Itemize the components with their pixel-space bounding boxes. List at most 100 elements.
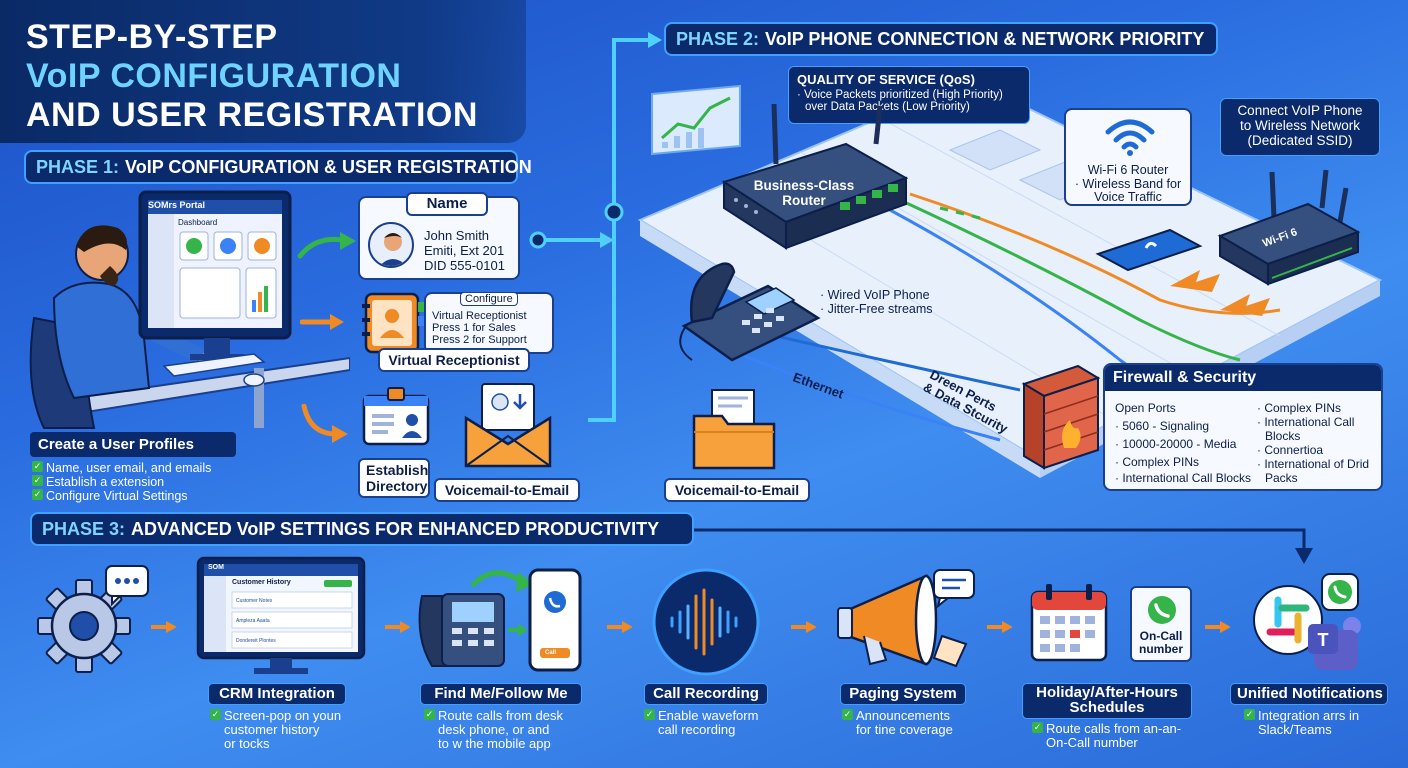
configure-card: Configure Virtual Receptionist Press 1 f… — [424, 292, 554, 354]
connect-line3: (Dedicated SSID) — [1247, 133, 1353, 148]
voicemail-envelope-icon — [464, 383, 552, 468]
analytics-panel-icon — [651, 84, 741, 156]
name-card-line3: DID 555-0101 — [424, 258, 505, 273]
address-book-icon — [362, 292, 424, 354]
qos-title: QUALITY OF SERVICE (QoS) — [797, 72, 975, 87]
wifi-signal-icon — [1105, 119, 1155, 156]
virtual-receptionist-label: Virtual Receptionist — [378, 348, 530, 372]
step-desc-call-recording: Enable waveform call recording — [642, 709, 792, 737]
wifi-line1: Wi-Fi 6 Router — [1087, 163, 1169, 177]
configure-card-header: Configure — [460, 292, 518, 306]
mobile-device-icon — [1095, 228, 1203, 272]
firewall-right-item: Packs — [1265, 471, 1298, 485]
user-avatar-icon — [368, 222, 414, 268]
firewall-right-item: · International Call — [1257, 415, 1355, 429]
voicemail-folder-icon — [692, 389, 776, 470]
step-label-call-recording: Call Recording — [644, 683, 768, 705]
step-label-paging: Paging System — [840, 683, 966, 705]
step-arrow-icon — [385, 621, 410, 633]
wired-line2: · Jitter-Free streams — [820, 302, 933, 316]
name-card-line2: Emiti, Ext 201 — [424, 243, 505, 258]
step-label-find-me: Find Me/Follow Me — [420, 683, 582, 705]
call-button-label[interactable]: Call — [545, 650, 557, 656]
step-desc-holiday: Route calls from an-an- On-Call number — [1030, 722, 1200, 750]
create-user-profile-box: Create a User Profiles Name, user email,… — [30, 432, 236, 503]
arrow-to-directory-icon — [301, 404, 348, 443]
step-desc-paging: Announcements for tine coverage — [840, 709, 990, 737]
user-name-card: Name John Smith Emiti, Ext 201 DID 555-0… — [358, 192, 520, 280]
title-line-2: VoIP CONFIGURATION — [26, 57, 402, 95]
title-banner: STEP-BY-STEP VoIP CONFIGURATION AND USER… — [0, 0, 526, 143]
configure-line3: Press 2 for Support — [432, 334, 527, 346]
slack-teams-icon: T — [1253, 573, 1361, 670]
monitor-dashboard-label: Dashboard — [178, 218, 218, 227]
id-card-icon — [362, 387, 430, 446]
step-arrow-icon — [791, 621, 816, 633]
crm-row: Dondereit Plontes — [236, 638, 276, 644]
firewall-right-item: · Connertioa — [1257, 443, 1324, 457]
whatsapp-phone-icon — [1148, 596, 1176, 624]
connect-line1: Connect VoIP Phone — [1237, 103, 1363, 118]
wired-line1: · Wired VoIP Phone — [820, 288, 930, 302]
firewall-security-card: Firewall & Security Open Ports · 5060 - … — [1103, 363, 1383, 491]
qos-callout: QUALITY OF SERVICE (QoS) · Voice Packets… — [788, 66, 1030, 124]
phase-connector-lines — [529, 32, 662, 422]
call-recording-waveform-icon — [652, 568, 760, 676]
step-arrow-icon — [987, 621, 1012, 633]
firewall-left-item: · 5060 - Signaling — [1115, 419, 1210, 433]
title-line-1: STEP-BY-STEP — [26, 18, 278, 56]
monitor-brand: SOMrs Portal — [148, 200, 206, 210]
voicemail-to-email-label: Voicemail-to-Email — [434, 478, 580, 502]
wifi-line3: Voice Traffic — [1094, 190, 1162, 204]
on-call-label: On-Call number — [1138, 629, 1183, 656]
firewall-left-item: Open Ports — [1115, 401, 1176, 415]
firewall-left-item: · 10000-20000 - Media — [1115, 437, 1237, 451]
calendar-schedule-icon — [1030, 584, 1108, 662]
step-arrow-icon — [607, 621, 632, 633]
firewall-right-item: · International of Drid — [1257, 457, 1370, 471]
crm-brand: SOM — [208, 564, 224, 571]
create-user-profile-title: Create a User Profiles — [30, 432, 236, 457]
profile-item: Name, user email, and emails — [30, 461, 236, 475]
crm-monitor-icon — [196, 556, 366, 674]
step-desc-unified: Integration arrs in Slack/Teams — [1242, 709, 1392, 737]
on-call-number-box: On-Call number — [1130, 586, 1192, 662]
phase3-connector-arrow — [694, 528, 1313, 564]
user-at-desk-illustration — [29, 190, 350, 429]
wifi6-access-point-icon — [1217, 169, 1361, 286]
qos-line1: · Voice Packets prioritized (High Priori… — [797, 89, 1003, 101]
voicemail-to-email-label-phase2: Voicemail-to-Email — [664, 478, 810, 502]
qos-line2: over Data Packets (Low Priority) — [805, 101, 970, 113]
firewall-right-item: Blocks — [1265, 429, 1301, 443]
phase1-header: PHASE 1: VoIP CONFIGURATION & USER REGIS… — [24, 150, 532, 184]
business-router-icon — [721, 104, 909, 250]
gear-settings-icon — [37, 565, 149, 673]
arrow-to-receptionist-icon — [300, 314, 344, 330]
step-arrow-icon — [1205, 621, 1230, 633]
router-label: Business-Class Router — [753, 178, 855, 208]
step-arrow-icon — [151, 621, 176, 633]
firewall-left-item: · Complex PINs — [1115, 455, 1200, 469]
desk-voip-phone-icon — [679, 262, 821, 362]
firewall-icon — [1021, 364, 1101, 470]
find-me-follow-me-devices-icon — [418, 568, 582, 672]
title-line-3: AND USER REGISTRATION — [26, 96, 478, 134]
wifi-line2: · Wireless Band for — [1074, 176, 1182, 191]
establish-directory-label: Establish Directory — [358, 458, 430, 498]
arrow-to-name-icon — [297, 232, 356, 259]
connect-line2: to Wireless Network — [1239, 118, 1361, 133]
step-label-unified: Unified Notifications — [1230, 683, 1388, 705]
phase2-header: PHASE 2: VoIP PHONE CONNECTION & NETWORK… — [664, 22, 1218, 56]
megaphone-paging-icon — [837, 569, 975, 668]
configure-line2: Press 1 for Sales — [432, 322, 516, 334]
step-desc-find-me: Route calls from desk desk phone, or and… — [422, 709, 592, 751]
configure-line1: Virtual Receptionist — [432, 310, 527, 322]
crm-row: Customer Notes — [236, 598, 273, 604]
name-card-header: Name — [406, 192, 488, 216]
profile-item: Configure Virtual Settings — [30, 489, 236, 503]
name-card-line1: John Smith — [424, 228, 490, 243]
svg-text:T: T — [1318, 630, 1329, 650]
firewall-left-item: · International Call Blocks — [1115, 471, 1252, 485]
profile-items: Name, user email, and emails Establish a… — [30, 461, 236, 503]
crm-row: Ampleza Aaata — [236, 618, 270, 624]
